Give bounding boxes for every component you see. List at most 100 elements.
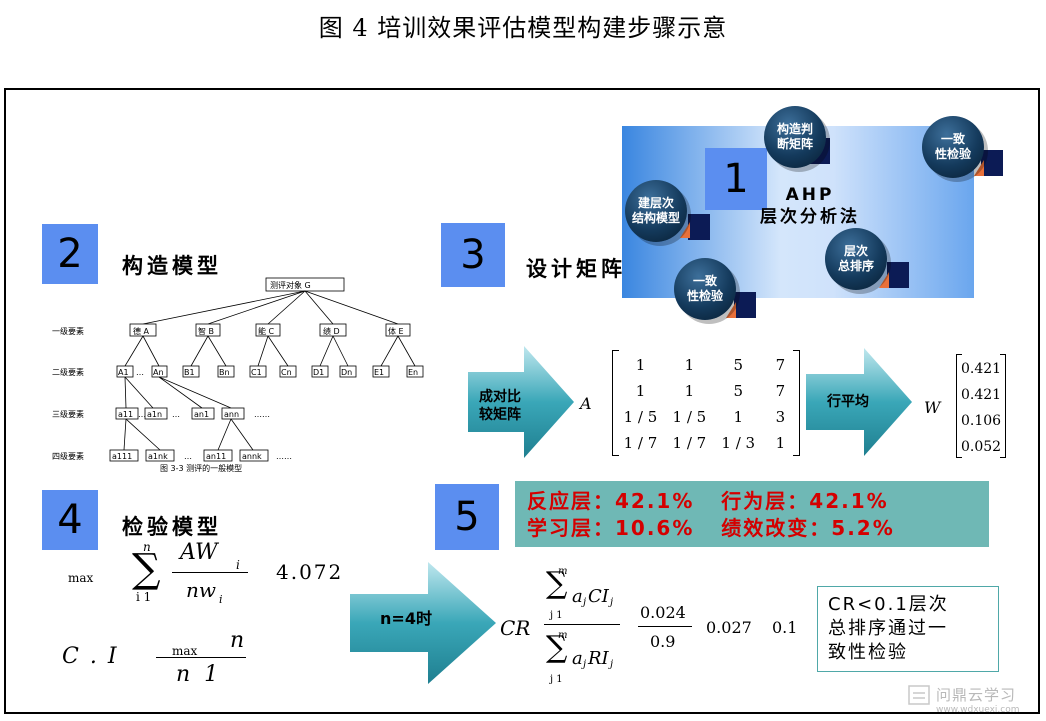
lambda-denominator: nw [186, 578, 216, 602]
cr-sum-lower: j 1 [550, 610, 563, 621]
step-5-badge: 5 [435, 484, 499, 550]
step-1-badge: 1 [705, 148, 767, 210]
row-average-arrow-icon [806, 348, 912, 456]
tree-node: 智 B [198, 326, 214, 336]
tree-level-label: 四级要素 [52, 451, 84, 461]
tree-node: 能 C [258, 326, 275, 336]
hierarchy-tree: 测评对象 G 一级要素 二级要素 三级要素 四级要素 德 A 智 B 能 C 绩… [52, 277, 424, 473]
ci-n-upper: n [230, 628, 245, 653]
ci-label: C . I [62, 644, 119, 669]
step-2-label: 构造模型 [122, 254, 222, 278]
tree-node: En [408, 368, 418, 377]
node-square-icon [734, 292, 756, 318]
node-square-icon [887, 262, 909, 288]
tree-node: ann [224, 410, 239, 419]
tree-node: 体 E [388, 326, 404, 336]
tree-node: D1 [313, 368, 324, 377]
lambda-numerator: AW [180, 540, 218, 565]
cr-box-line-3: 致性检验 [828, 642, 908, 663]
ci-max-subscript: max [172, 644, 198, 658]
step-2-badge: 2 [42, 224, 98, 284]
watermark: 问鼎云学习 www.wdxuexi.com [908, 684, 1044, 717]
w-value: 0.106 [961, 413, 1002, 429]
cr-conclusion-box: CR<0.1层次 总排序通过一 致性检验 [817, 586, 999, 672]
cr-den-a: a [572, 648, 583, 669]
watermark-logo-icon [908, 684, 930, 705]
vector-w: 0.421 0.421 0.106 0.052 [956, 354, 1006, 458]
tree-caption: 图 3-3 测评的一般模型 [160, 463, 242, 473]
vector-w-name: W [924, 398, 941, 417]
tree-node: Bn [219, 368, 230, 377]
lambda-num-subscript: i [236, 558, 240, 572]
tree-node: annk [242, 452, 262, 461]
cr-box-line-1: CR<0.1层次 [828, 594, 949, 615]
results-box: 反应层：42.1% 行为层：42.1% 学习层：10.6% 绩效改变：5.2% [515, 481, 989, 547]
matrix-a-name: A [580, 394, 592, 413]
cr-value: 0.027 [706, 618, 752, 637]
tree-node: … [136, 368, 144, 377]
tree-node: a11 [118, 410, 133, 419]
ahp-title-line1: AHP [785, 185, 835, 205]
sum-symbol: ∑ [546, 630, 568, 665]
ci-denominator: n 1 [176, 662, 219, 687]
cr-threshold: 0.1 [772, 618, 798, 637]
step-3-badge: 3 [441, 223, 505, 287]
sum-upper: n [143, 540, 151, 554]
cr-label: CR [500, 616, 531, 640]
sum-symbol: ∑ [546, 566, 568, 601]
results-line-2: 学习层：10.6% 绩效改变：5.2% [527, 516, 895, 540]
n4-arrow-label: n=4时 [380, 609, 432, 628]
tree-level-label: 三级要素 [52, 409, 84, 419]
tree-level-label: 二级要素 [52, 367, 84, 377]
tree-node: B1 [184, 368, 195, 377]
cr-den-subscript: j [583, 659, 587, 670]
node-square-icon [688, 214, 710, 240]
results-line-1: 反应层：42.1% 行为层：42.1% [527, 489, 889, 513]
step-4-label: 检验模型 [122, 515, 222, 539]
row-average-arrow-label: 行平均 [827, 394, 869, 410]
pairwise-arrow-label: 成对比 较矩阵 [479, 389, 521, 423]
node-triangle-icon [680, 222, 690, 238]
tree-node: … [172, 410, 180, 419]
lambda-den-subscript: i [219, 593, 223, 606]
tree-node: Cn [281, 368, 292, 377]
tree-root-label: 测评对象 G [270, 280, 311, 290]
node-square-icon [981, 150, 1003, 176]
cr-num-ci: CI [588, 586, 609, 607]
cr-frac-num: 0.024 [640, 603, 686, 622]
sum-symbol: ∑ [132, 546, 161, 592]
pairwise-arrow-icon [468, 346, 574, 458]
fraction-bar [638, 626, 692, 627]
ahp-node-hierarchy-model: 建层次结构模型 [625, 180, 687, 242]
ahp-title: AHP 层次分析法 [735, 184, 885, 228]
node-triangle-icon [879, 272, 889, 288]
tree-node: an11 [206, 452, 226, 461]
cr-ri-subscript: j [610, 659, 614, 670]
tree-node: …… [254, 410, 270, 419]
figure-title: 图 4 培训效果评估模型构建步骤示意 [318, 14, 728, 42]
tree-node: A1 [118, 368, 129, 377]
ahp-title-line2: 层次分析法 [760, 207, 860, 227]
cr-ci-subscript: j [610, 597, 614, 608]
sum-lower: i 1 [136, 590, 152, 604]
ahp-node-consistency-2: 一致性检验 [674, 258, 736, 320]
cr-sum-upper: m [558, 566, 568, 577]
w-value: 0.421 [961, 361, 1002, 377]
tree-node: 德 A [133, 326, 150, 336]
fraction-bar [156, 657, 246, 658]
tree-node: a1nk [148, 452, 168, 461]
step-4-badge: 4 [42, 490, 98, 550]
diagram-frame [4, 88, 1040, 714]
lambda-max-value: 4.072 [276, 560, 344, 584]
watermark-url: www.wdxuexi.com [936, 705, 1020, 715]
fraction-bar [172, 572, 248, 573]
cr-den-ri: RI [588, 648, 609, 669]
watermark-name: 问鼎云学习 [936, 686, 1017, 704]
cr-num-subscript: j [583, 597, 587, 608]
cr-frac-den: 0.9 [650, 632, 676, 651]
ahp-node-judgment-matrix: 构造判断矩阵 [764, 106, 826, 168]
tree-node: a1n [147, 410, 162, 419]
tree-node: … [138, 410, 146, 419]
tree-node: E1 [374, 368, 384, 377]
